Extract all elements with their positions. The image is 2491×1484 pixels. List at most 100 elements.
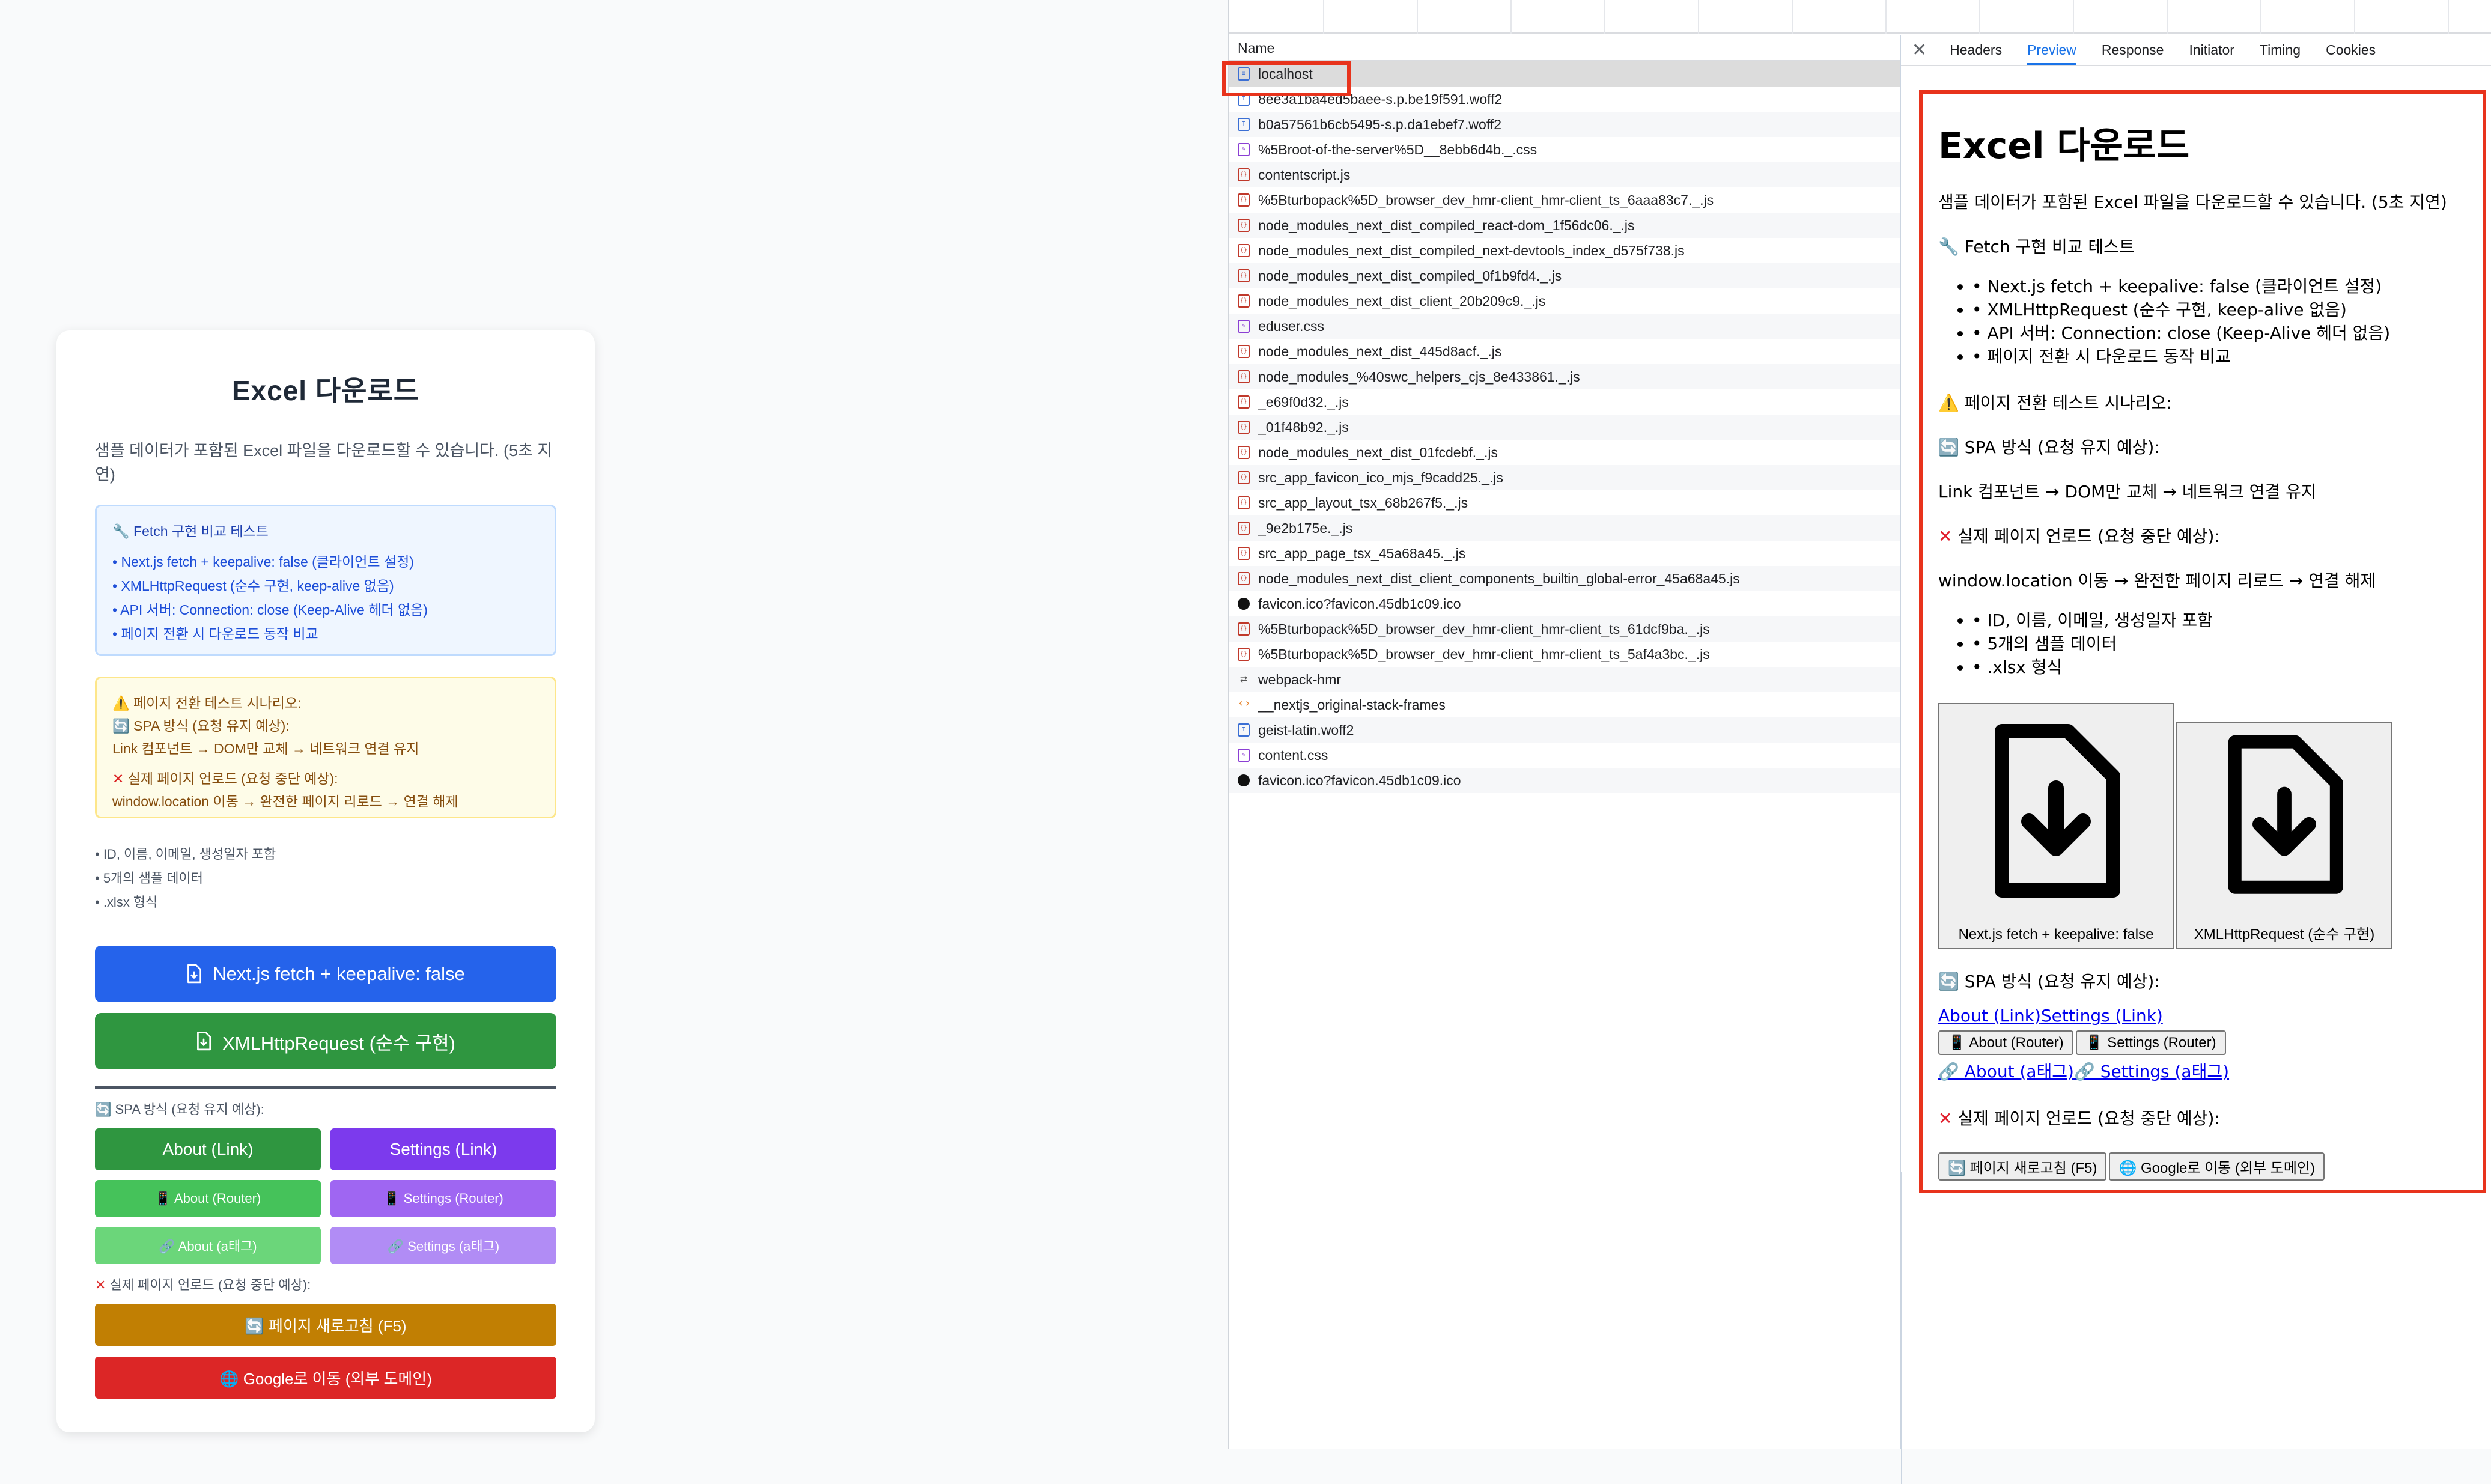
divider: [95, 1086, 556, 1089]
tab-cookies[interactable]: Cookies: [2326, 42, 2376, 58]
css-file-icon: ✎: [1238, 749, 1250, 762]
tab-preview[interactable]: Preview: [2027, 34, 2076, 65]
font-file-icon: T: [1238, 93, 1250, 106]
unload-section-row: ✕ 실제 페이지 언로드 (요청 중단 예상):: [95, 1275, 556, 1295]
css-file-icon: ✎: [1238, 143, 1250, 156]
request-row[interactable]: {}node_modules_next_dist_445d8acf._.js: [1229, 339, 1900, 364]
spa-title: 🔄 SPA 방식 (요청 유지 예상):: [112, 718, 290, 734]
preview-settings-router-button[interactable]: 📱 Settings (Router): [2075, 1030, 2226, 1055]
request-row[interactable]: ✎content.css: [1229, 743, 1900, 768]
css-file-icon: ✎: [1238, 320, 1250, 333]
img-file-icon: [1238, 774, 1250, 786]
preview-about-a-link[interactable]: 🔗 About (a태그): [1938, 1062, 2074, 1081]
js-file-icon: {}: [1238, 648, 1250, 661]
app-viewport: Excel 다운로드 샘플 데이터가 포함된 Excel 파일을 다운로드할 수…: [0, 0, 1228, 1449]
request-name: eduser.css: [1258, 318, 1324, 334]
preview-settings-link[interactable]: Settings (Link): [2040, 1006, 2163, 1026]
request-row[interactable]: {}node_modules_next_dist_compiled_next-d…: [1229, 238, 1900, 263]
request-row[interactable]: ⇄webpack-hmr: [1229, 667, 1900, 692]
next-fetch-download-button[interactable]: Next.js fetch + keepalive: false: [95, 946, 556, 1002]
request-row[interactable]: {}node_modules_next_dist_01fcdebf._.js: [1229, 440, 1900, 465]
request-name: %5Broot-of-the-server%5D__8ebb6d4b._.css: [1258, 141, 1537, 157]
request-name: localhost: [1258, 65, 1313, 82]
page-reload-button[interactable]: 🔄 페이지 새로고침 (F5): [95, 1304, 556, 1346]
network-timeline-overview[interactable]: [1229, 0, 2491, 34]
fetch-box-item: • Next.js fetch + keepalive: false (클라이언…: [112, 554, 414, 570]
img-file-icon: [1238, 598, 1250, 610]
xhr-download-button[interactable]: XMLHttpRequest (순수 구현): [95, 1013, 556, 1069]
js-file-icon: {}: [1238, 522, 1250, 535]
meta-item: • 5개의 샘플 데이터: [95, 871, 203, 886]
request-row[interactable]: ✎ %5Broot-of-the-server%5D__8ebb6d4b._.cs…: [1229, 137, 1900, 162]
preview-spa-desc: Link 컴포넌트 → DOM만 교체 → 네트워크 연결 유지: [1938, 482, 2317, 502]
request-row[interactable]: {}src_app_page_tsx_45a68a45._.js: [1229, 541, 1900, 566]
meta-item: • ID, 이름, 이메일, 생성일자 포함: [95, 847, 276, 862]
scenario-box: ⚠️ 페이지 전환 테스트 시나리오: 🔄 SPA 방식 (요청 유지 예상):…: [95, 677, 556, 818]
download-card: Excel 다운로드 샘플 데이터가 포함된 Excel 파일을 다운로드할 수…: [56, 330, 595, 1432]
request-name: b0a57561b6cb5495-s.p.da1ebef7.woff2: [1258, 116, 1501, 132]
request-row[interactable]: {}node_modules_next_dist_compiled_react-…: [1229, 213, 1900, 238]
preview-link-row: About (Link)Settings (Link): [1938, 1006, 2483, 1026]
page-description: 샘플 데이터가 포함된 Excel 파일을 다운로드할 수 있습니다. (5초 …: [95, 442, 553, 484]
request-row[interactable]: ≡localhost: [1229, 61, 1900, 87]
spa-section-label: 🔄 SPA 방식 (요청 유지 예상):: [95, 1102, 264, 1117]
settings-link-button[interactable]: Settings (Link): [330, 1128, 556, 1170]
js-file-icon: {}: [1238, 294, 1250, 308]
request-row[interactable]: {}node_modules_next_dist_client_componen…: [1229, 566, 1900, 591]
tab-response[interactable]: Response: [2101, 42, 2164, 58]
about-a-tag-button[interactable]: 🔗 About (a태그): [95, 1227, 321, 1264]
request-row[interactable]: ‹›__nextjs_original-stack-frames: [1229, 692, 1900, 717]
preview-about-router-button[interactable]: 📱 About (Router): [1938, 1030, 2073, 1055]
request-row[interactable]: {} node_modules_next_dist_client_20b209c9…: [1229, 288, 1900, 314]
request-row[interactable]: {}node_modules_%40swc_helpers_cjs_8e4338…: [1229, 364, 1900, 389]
request-row[interactable]: {}_e69f0d32._.js: [1229, 389, 1900, 415]
request-row[interactable]: {}node_modules_next_dist_compiled_0f1b9f…: [1229, 263, 1900, 288]
preview-google-button[interactable]: 🌐 Google로 이동 (외부 도메인): [2109, 1152, 2325, 1181]
file-download-icon: [187, 964, 202, 984]
fetch-box-item: • 페이지 전환 시 다운로드 동작 비교: [112, 626, 318, 642]
font-file-icon: T: [1238, 723, 1250, 737]
js-file-icon: {}: [1238, 572, 1250, 585]
request-row[interactable]: {}src_app_favicon_ico_mjs_f9cadd25._.js: [1229, 465, 1900, 490]
preview-xhr-button[interactable]: XMLHttpRequest (순수 구현): [2176, 722, 2392, 949]
tab-initiator[interactable]: Initiator: [2189, 42, 2234, 58]
preview-unload-title-row: ✕ 실제 페이지 언로드 (요청 중단 예상):: [1938, 1108, 2483, 1130]
reload-title-row: ✕ 실제 페이지 언로드 (요청 중단 예상):: [112, 767, 539, 790]
request-row[interactable]: {}contentscript.js: [1229, 162, 1900, 187]
request-name: node_modules_next_dist_compiled_0f1b9fd4…: [1258, 267, 1562, 284]
close-icon[interactable]: ✕: [1912, 40, 1927, 60]
google-navigate-button[interactable]: 🌐 Google로 이동 (외부 도메인): [95, 1357, 556, 1399]
request-row[interactable]: {}src_app_layout_tsx_68b267f5._.js: [1229, 490, 1900, 515]
about-router-button[interactable]: 📱 About (Router): [95, 1180, 321, 1217]
fetch-file-icon: ‹›: [1238, 697, 1251, 710]
request-name: geist-latin.woff2: [1258, 722, 1354, 738]
preview-next-fetch-button[interactable]: Next.js fetch + keepalive: false: [1938, 703, 2174, 949]
tab-timing[interactable]: Timing: [2259, 42, 2301, 58]
request-row[interactable]: favicon.ico?favicon.45db1c09.ico: [1229, 768, 1900, 793]
spa-nav-grid: About (Link) Settings (Link) 📱 About (Ro…: [95, 1128, 556, 1264]
font-file-icon: T: [1238, 118, 1250, 131]
request-row[interactable]: {}%5Bturbopack%5D_browser_dev_hmr-client…: [1229, 642, 1900, 667]
request-row[interactable]: favicon.ico?favicon.45db1c09.ico: [1229, 591, 1900, 616]
request-row[interactable]: ✎ eduser.css: [1229, 314, 1900, 339]
request-name: node_modules_next_dist_client_20b209c9._…: [1258, 293, 1546, 309]
request-detail-panel: ✕ Headers Preview Response Initiator Tim…: [1901, 34, 2491, 1484]
request-row[interactable]: {}_01f48b92._.js: [1229, 415, 1900, 440]
meta-item: • .xlsx 형식: [95, 895, 158, 910]
preview-reload-button[interactable]: 🔄 페이지 새로고침 (F5): [1938, 1152, 2107, 1181]
about-link-button[interactable]: About (Link): [95, 1128, 321, 1170]
settings-a-tag-button[interactable]: 🔗 Settings (a태그): [330, 1227, 556, 1264]
request-row[interactable]: {}%5Bturbopack%5D_browser_dev_hmr-client…: [1229, 187, 1900, 213]
name-column-header[interactable]: Name: [1229, 35, 1900, 61]
settings-router-button[interactable]: 📱 Settings (Router): [330, 1180, 556, 1217]
preview-about-link[interactable]: About (Link): [1938, 1006, 2041, 1026]
preview-settings-a-link[interactable]: 🔗 Settings (a태그): [2073, 1062, 2230, 1081]
request-name: _e69f0d32._.js: [1258, 394, 1349, 410]
tab-headers[interactable]: Headers: [1950, 42, 2003, 58]
request-row[interactable]: {}_9e2b175e._.js: [1229, 515, 1900, 541]
file-download-icon: [1995, 724, 2120, 898]
request-row[interactable]: {}%5Bturbopack%5D_browser_dev_hmr-client…: [1229, 616, 1900, 642]
